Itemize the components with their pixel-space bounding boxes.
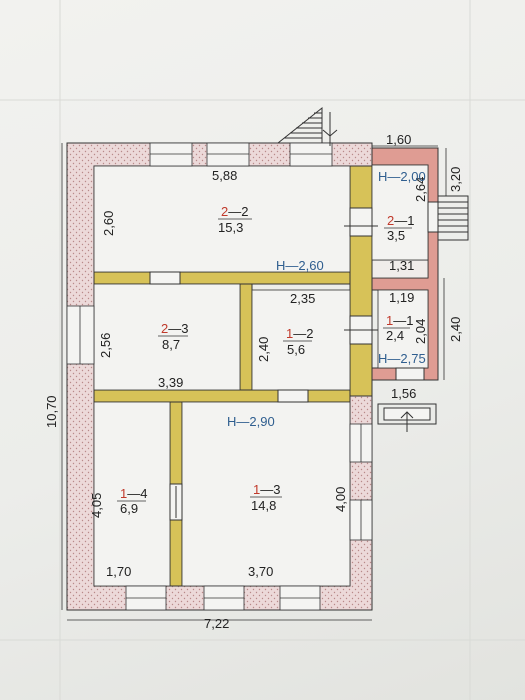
dim-1-31: 1,31 [389, 258, 414, 273]
room-1-2-number: 1—2 [286, 326, 313, 341]
room-1-3-area: 14,8 [251, 498, 276, 513]
room-2-2-area: 15,3 [218, 220, 243, 235]
dim-2-60: 2,60 [101, 211, 116, 236]
dim-3-20: 3,20 [448, 167, 463, 192]
dim-1-70: 1,70 [106, 564, 131, 579]
room-1-3-number: 1—3 [253, 482, 280, 497]
room-2-1-number: 2—1 [387, 213, 414, 228]
window-top-2 [206, 142, 250, 167]
room-2-2-label: 2—2 15,3 [218, 204, 252, 235]
room-2-1-area: 3,5 [387, 228, 405, 243]
room-1-1-area: 2,4 [386, 328, 404, 343]
porch-step [377, 403, 437, 432]
room-1-1-label: 1—1 2,4 [383, 313, 413, 343]
stair-right [437, 195, 469, 241]
dim-7-22: 7,22 [204, 616, 229, 631]
room-1-4-label: 1—4 6,9 [117, 486, 147, 516]
height-h-2-00: H—2,00 [378, 169, 426, 184]
room-floors [93, 164, 429, 587]
dim-2-40-right: 2,40 [448, 317, 463, 342]
room-1-4-area: 6,9 [120, 501, 138, 516]
windows [66, 142, 373, 611]
dim-10-70: 10,70 [44, 395, 59, 428]
door-22-21 [349, 207, 373, 237]
dim-3-70: 3,70 [248, 564, 273, 579]
room-2-3-number: 2—3 [161, 321, 188, 336]
door-11-out [395, 367, 425, 381]
dim-3-39: 3,39 [158, 375, 183, 390]
window-top-1 [149, 142, 193, 167]
room-1-4-number: 1—4 [120, 486, 147, 501]
window-top-3 [289, 142, 333, 167]
room-1-1-number: 1—1 [386, 313, 413, 328]
dimension-labels: 1,60 5,88 3,20 2,64 2,60 1,31 2,35 1,19 … [44, 132, 463, 631]
room-2-3-label: 2—3 8,7 [158, 321, 188, 352]
door-21-out [427, 201, 439, 233]
window-left-1 [66, 305, 95, 365]
dim-2-40-mid: 2,40 [256, 337, 271, 362]
stair-top [277, 106, 338, 146]
room-labels: 2—2 15,3 2—1 3,5 2—3 8,7 1—2 5,6 1—1 2,4… [117, 204, 414, 516]
door-13-12 [277, 389, 309, 403]
dim-2-56: 2,56 [98, 333, 113, 358]
dim-2-35: 2,35 [290, 291, 315, 306]
dim-2-64: 2,64 [413, 177, 428, 202]
ceiling-heights: H—2,00 H—2,60 H—2,75 H—2,90 [227, 169, 426, 429]
height-h-2-60: H—2,60 [276, 258, 324, 273]
height-h-2-75: H—2,75 [378, 351, 426, 366]
dim-2-04: 2,04 [413, 319, 428, 344]
room-1-2-label: 1—2 5,6 [283, 326, 313, 357]
room-1-2-area: 5,6 [287, 342, 305, 357]
doors [149, 201, 439, 521]
door-22-23 [149, 271, 181, 285]
dim-4-05: 4,05 [89, 493, 104, 518]
room-2-3-area: 8,7 [162, 337, 180, 352]
dim-1-19: 1,19 [389, 290, 414, 305]
room-2-1-label: 2—1 3,5 [384, 213, 414, 243]
dim-4-00: 4,00 [333, 487, 348, 512]
dim-1-56: 1,56 [391, 386, 416, 401]
room-2-2-number: 2—2 [221, 204, 248, 219]
dim-1-60: 1,60 [386, 132, 411, 147]
room-1-3-label: 1—3 14,8 [250, 482, 282, 513]
height-h-2-90: H—2,90 [227, 414, 275, 429]
dim-5-88: 5,88 [212, 168, 237, 183]
dimension-lines [61, 143, 447, 621]
